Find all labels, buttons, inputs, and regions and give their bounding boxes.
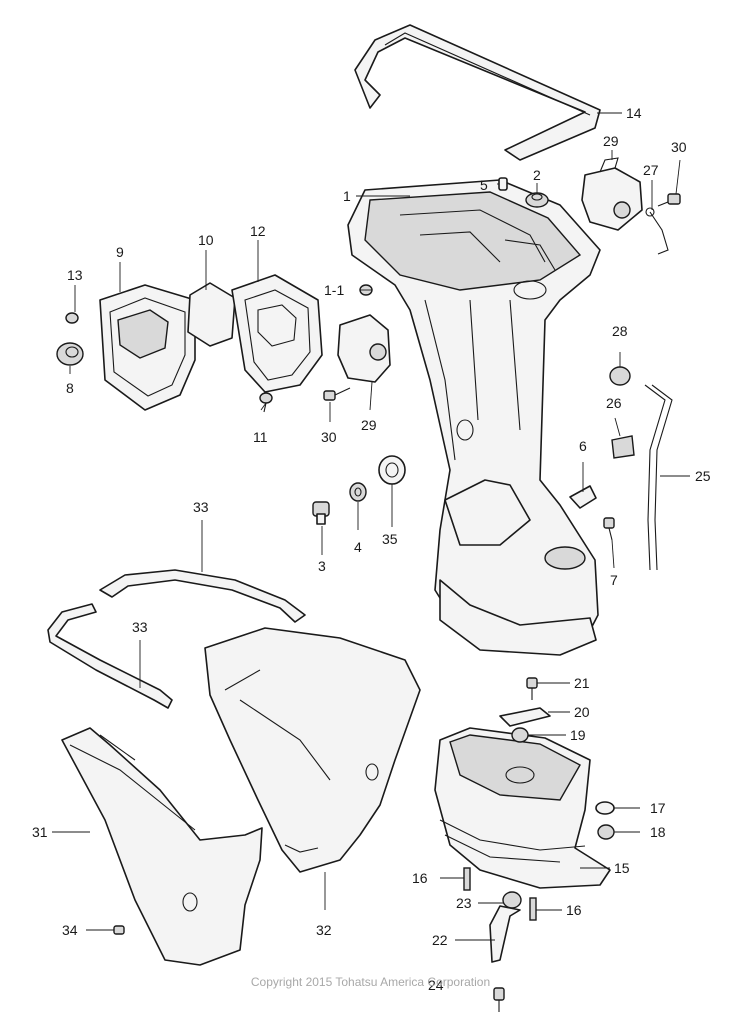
callout-30-upper: 30	[671, 139, 687, 155]
part-30-bolt-upper	[657, 193, 681, 207]
part-24-bolt	[493, 987, 505, 1012]
callout-16a: 16	[412, 870, 428, 886]
part-23-grommet	[502, 891, 522, 909]
callout-20: 20	[574, 704, 590, 720]
callout-1: 1	[343, 188, 351, 204]
callout-11: 11	[253, 429, 268, 445]
part-1-drive-shaft-housing	[347, 179, 601, 656]
callout-35: 35	[382, 531, 398, 547]
part-14-gasket	[354, 24, 601, 161]
callout-labels: 1 1-1 2 3 4 5 6 7 8 9 10 11 12 13 14 15 …	[32, 105, 711, 993]
callout-16b: 16	[566, 902, 582, 918]
callout-23: 23	[456, 895, 472, 911]
part-10-plate	[187, 282, 236, 347]
callout-1-1: 1-1	[324, 282, 344, 298]
part-16-stud-left	[463, 867, 471, 891]
part-5-dowel	[498, 177, 508, 191]
callout-3: 3	[318, 558, 326, 574]
callout-27: 27	[643, 162, 659, 178]
callout-19: 19	[570, 727, 586, 743]
part-25-water-tube	[644, 384, 673, 571]
callout-34: 34	[62, 922, 78, 938]
callout-31: 31	[32, 824, 48, 840]
part-33-seal-short	[47, 603, 173, 709]
callout-26: 26	[606, 395, 622, 411]
callout-29-lower: 29	[361, 417, 377, 433]
copyright-notice: Copyright 2015 Tohatsu America Corporati…	[250, 975, 491, 989]
callout-17: 17	[650, 800, 666, 816]
part-29-upper-mount	[581, 157, 643, 231]
callout-2: 2	[533, 167, 541, 183]
part-13-screw	[65, 312, 79, 324]
part-26-seal	[611, 435, 635, 459]
part-8-grommet	[56, 342, 84, 366]
part-9-cover	[99, 284, 196, 411]
leader-lines	[52, 112, 690, 941]
part-19-grommet	[511, 727, 529, 743]
callout-9: 9	[116, 244, 124, 260]
part-12-gasket	[231, 274, 323, 393]
callout-12: 12	[250, 223, 266, 239]
part-11-screw	[259, 392, 273, 413]
callout-18: 18	[650, 824, 666, 840]
callout-33-lower: 33	[132, 619, 148, 635]
callout-6: 6	[579, 438, 587, 454]
callout-30-lower: 30	[321, 429, 337, 445]
part-32-lower-cover-right	[204, 627, 421, 873]
callout-28: 28	[612, 323, 628, 339]
part-22-bracket	[489, 905, 521, 963]
callout-4: 4	[354, 539, 362, 555]
part-7-bolt	[603, 517, 615, 541]
callout-24: 24	[428, 977, 444, 993]
callout-13: 13	[67, 267, 83, 283]
part-17-washer	[595, 801, 615, 815]
callout-14: 14	[626, 105, 642, 121]
callout-10: 10	[198, 232, 214, 248]
callout-21: 21	[574, 675, 590, 691]
part-2-grommet	[525, 192, 549, 208]
part-28-grommet	[609, 366, 631, 386]
callout-29-upper: 29	[603, 133, 619, 149]
part-18-nut	[597, 824, 615, 840]
part-31-lower-cover-left	[61, 727, 263, 966]
callout-22: 22	[432, 932, 448, 948]
part-34-screw	[113, 925, 125, 935]
callout-7: 7	[610, 572, 618, 588]
part-30-bolt-lower	[323, 387, 351, 401]
part-27-clip	[645, 207, 669, 255]
part-3-bolt	[312, 501, 330, 525]
callout-5: 5	[480, 177, 488, 193]
callout-8: 8	[66, 380, 74, 396]
part-29-lower-mount	[337, 314, 391, 383]
callout-32: 32	[316, 922, 332, 938]
callout-15: 15	[614, 860, 630, 876]
part-33-seal-long	[99, 569, 306, 623]
callout-25: 25	[695, 468, 711, 484]
part-16-stud-right	[529, 897, 537, 921]
part-4-washer	[349, 482, 367, 502]
part-20-plate	[499, 707, 551, 727]
part-35-washer	[378, 455, 406, 485]
part-21-bolt	[526, 677, 538, 700]
part-15-extension-case	[434, 727, 611, 889]
callout-33-upper: 33	[193, 499, 209, 515]
